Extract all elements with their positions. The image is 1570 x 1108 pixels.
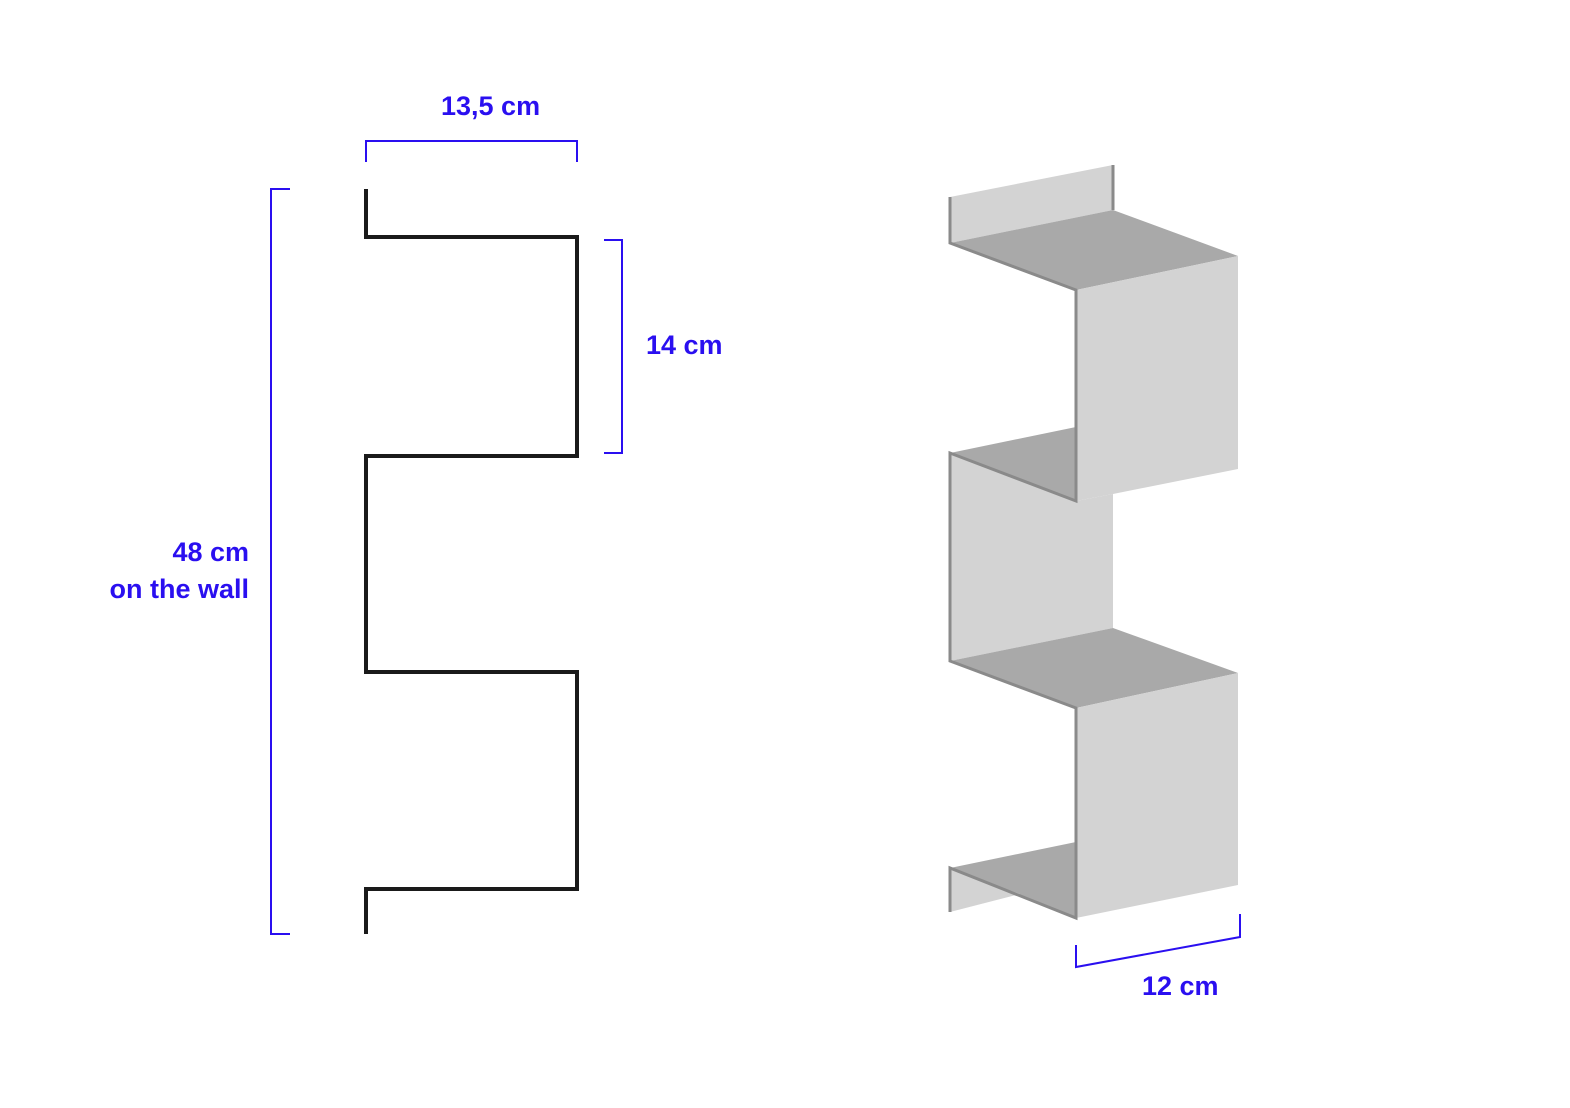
shelf-panel	[950, 427, 1076, 501]
shelf-panel	[950, 628, 1238, 708]
step-height-label: 14 cm	[646, 330, 723, 360]
shelf-3d-view	[948, 165, 1238, 921]
shelf-panel	[950, 165, 1113, 243]
shelf-side-profile	[364, 189, 579, 934]
total-height-label: 48 cm on the wall	[109, 534, 249, 608]
step-height-dimension-bracket	[604, 239, 623, 454]
depth-dimension-bracket	[1075, 914, 1241, 969]
shelf-panel	[950, 453, 1113, 661]
total-height-value: 48 cm	[172, 537, 249, 567]
depth-label: 12 cm	[1142, 971, 1219, 1001]
total-height-note: on the wall	[109, 574, 249, 604]
shelf-panel	[1076, 256, 1238, 501]
total-height-dimension-bracket	[270, 188, 290, 935]
shelf-edges	[948, 165, 1115, 921]
shelf-panel	[950, 842, 1076, 918]
width-dimension-bracket	[365, 140, 578, 162]
shelf-panel	[950, 868, 1020, 912]
shelf-panel	[1076, 673, 1238, 918]
width-label: 13,5 cm	[441, 91, 541, 121]
shelf-panel	[950, 210, 1238, 290]
